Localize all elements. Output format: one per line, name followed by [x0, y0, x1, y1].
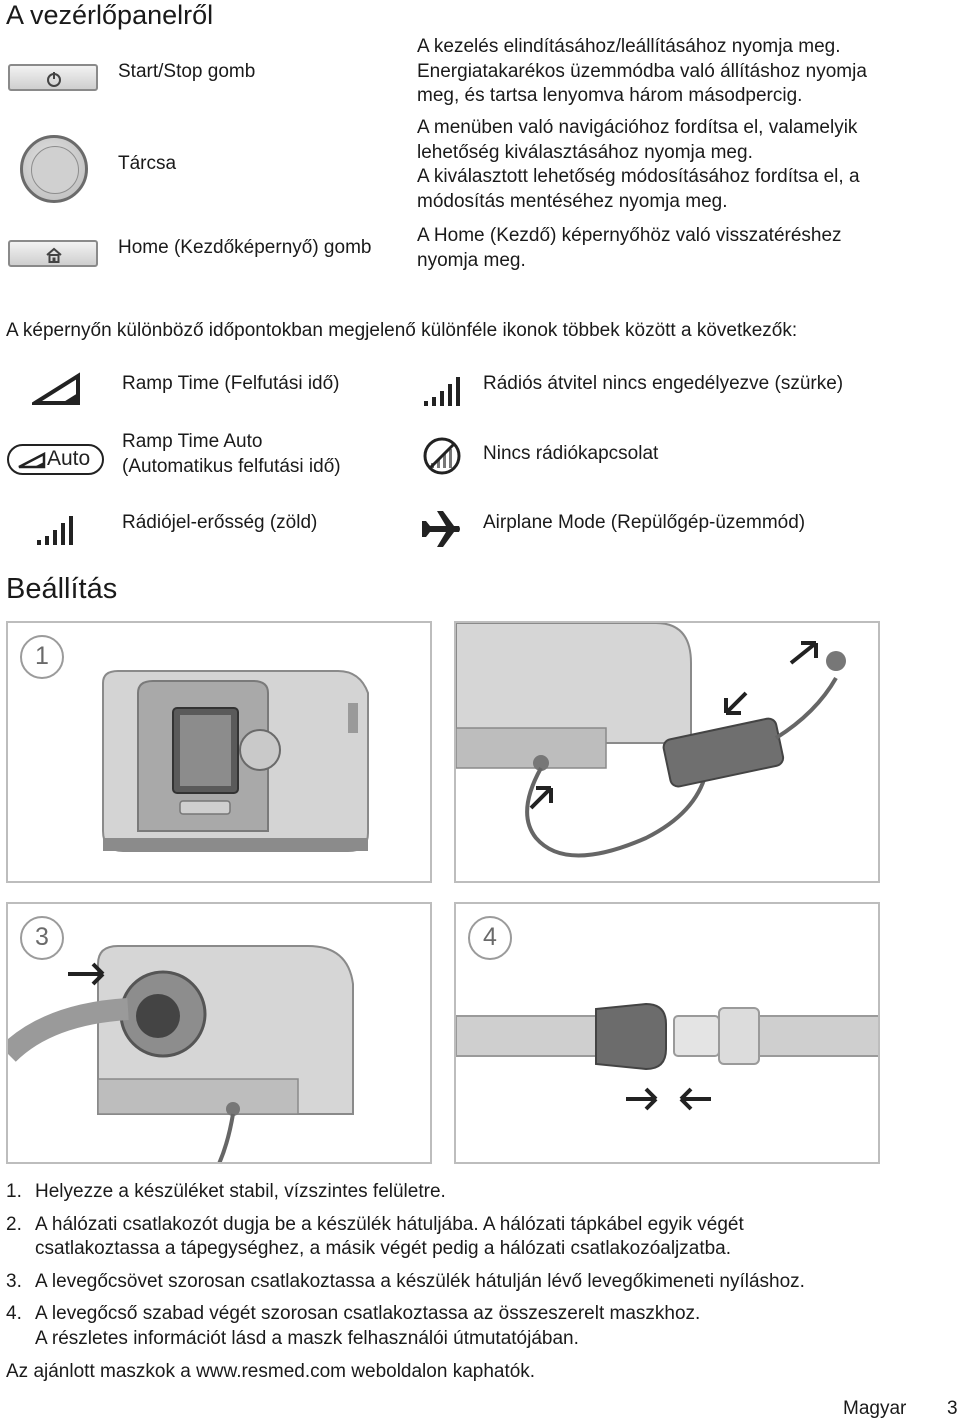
section-heading-control-panel: A vezérlőpanelről: [6, 0, 214, 30]
setup-panel-3: 3: [6, 902, 432, 1164]
signal-strength-label: Rádiójel-erősség (zöld): [122, 512, 318, 533]
start-stop-description: A kezelés elindításához/leállításához ny…: [417, 35, 937, 109]
no-radio-connection-label: Nincs rádiókapcsolat: [483, 443, 659, 464]
start-stop-desc-line: meg, és tartsa lenyomva három másodperci…: [417, 85, 803, 106]
ramp-time-auto-label: Ramp Time Auto (Automatikus felfutási id…: [122, 430, 341, 479]
signal-strength-icon: [37, 516, 73, 545]
dial-label: Tárcsa: [118, 153, 177, 174]
home-desc-line: A Home (Kezdő) képernyőhöz való visszaté…: [417, 225, 842, 246]
setup-steps-list: 1. Helyezze a készüléket stabil, vízszin…: [6, 1180, 936, 1359]
list-item: 2. A hálózati csatlakozót dugja be a kés…: [6, 1213, 936, 1262]
ramp-time-icon: [32, 372, 80, 405]
dial-illustration: [20, 135, 88, 203]
home-description: A Home (Kezdő) képernyőhöz való visszaté…: [417, 224, 937, 273]
ramp-auto-line: (Automatikus felfutási idő): [122, 455, 341, 477]
home-button-illustration: [8, 240, 98, 267]
list-item: 3. A levegőcsövet szorosan csatlakoztass…: [6, 1270, 936, 1295]
mask-connection-illustration: [456, 1002, 878, 1111]
step-number: 4.: [6, 1303, 22, 1324]
dial-desc-line: lehetőség kiválasztásához nyomja meg.: [417, 141, 753, 163]
start-stop-desc-line: A kezelés elindításához/leállításához ny…: [417, 36, 841, 57]
setup-panel-1: 1: [6, 621, 432, 883]
airplane-icon: [422, 511, 460, 547]
ramp-time-label: Ramp Time (Felfutási idő): [122, 373, 340, 394]
step-text: Helyezze a készüléket stabil, vízszintes…: [35, 1181, 446, 1202]
step-text: A levegőcsövet szorosan csatlakoztassa a…: [35, 1270, 805, 1292]
page-number: 3: [947, 1398, 958, 1419]
step-number-badge: 4: [468, 916, 512, 960]
start-stop-button-illustration: [8, 64, 98, 91]
step-number: 3.: [6, 1270, 22, 1292]
step-text: A részletes információt lásd a maszk fel…: [35, 1327, 579, 1349]
device-illustration: [102, 670, 369, 852]
step-number: 2.: [6, 1213, 22, 1235]
dial-desc-line: módosítás mentéséhez nyomja meg.: [417, 190, 728, 212]
setup-panel-4: 4: [454, 902, 880, 1164]
home-desc-line: nyomja meg.: [417, 249, 526, 271]
step-number-badge: 1: [20, 635, 64, 679]
air-tube-connection-illustration: [8, 945, 354, 1162]
power-icon: [47, 72, 61, 87]
dial-center: [31, 146, 79, 194]
start-stop-label: Start/Stop gomb: [118, 61, 256, 82]
section-heading-setup: Beállítás: [6, 573, 118, 605]
ramp-auto-line: Ramp Time Auto: [122, 431, 263, 452]
ramp-triangle-icon: [18, 452, 46, 469]
setup-panel-2: 2: [454, 621, 880, 883]
dial-desc-line: A kiválasztott lehetőség módosításához f…: [417, 166, 860, 187]
airplane-mode-label: Airplane Mode (Repülőgép-üzemmód): [483, 512, 806, 533]
footer-language: Magyar: [843, 1398, 907, 1419]
step-text: csatlakoztassa a tápegységhez, a másik v…: [35, 1238, 732, 1259]
ramp-time-auto-icon: Auto: [7, 444, 104, 475]
step-number-badge: 3: [20, 916, 64, 960]
start-stop-desc-line: Energiatakarékos üzemmódba való állításh…: [417, 60, 867, 82]
radio-disabled-label: Rádiós átvitel nincs engedélyezve (szürk…: [483, 373, 844, 394]
no-radio-connection-icon: [423, 437, 461, 475]
power-connection-illustration: [456, 623, 846, 858]
list-item: 1. Helyezze a készüléket stabil, vízszin…: [6, 1180, 936, 1205]
step-number: 1.: [6, 1181, 22, 1202]
home-icon: [46, 247, 62, 263]
step-text: A hálózati csatlakozót dugja be a készül…: [35, 1213, 744, 1235]
recommended-masks-note: Az ajánlott maszkok a www.resmed.com web…: [6, 1361, 536, 1382]
dial-description: A menüben való navigációhoz fordítsa el,…: [417, 116, 937, 214]
radio-disabled-icon: [424, 377, 460, 406]
dial-desc-line: A menüben való navigációhoz fordítsa el,…: [417, 117, 858, 138]
home-label: Home (Kezdőképernyő) gomb: [118, 237, 372, 258]
step-text: A levegőcső szabad végét szorosan csatla…: [35, 1303, 701, 1324]
auto-badge-text: Auto: [47, 447, 91, 470]
icons-intro: A képernyőn különböző időpontokban megje…: [6, 320, 798, 341]
list-item: 4. A levegőcső szabad végét szorosan csa…: [6, 1302, 936, 1351]
